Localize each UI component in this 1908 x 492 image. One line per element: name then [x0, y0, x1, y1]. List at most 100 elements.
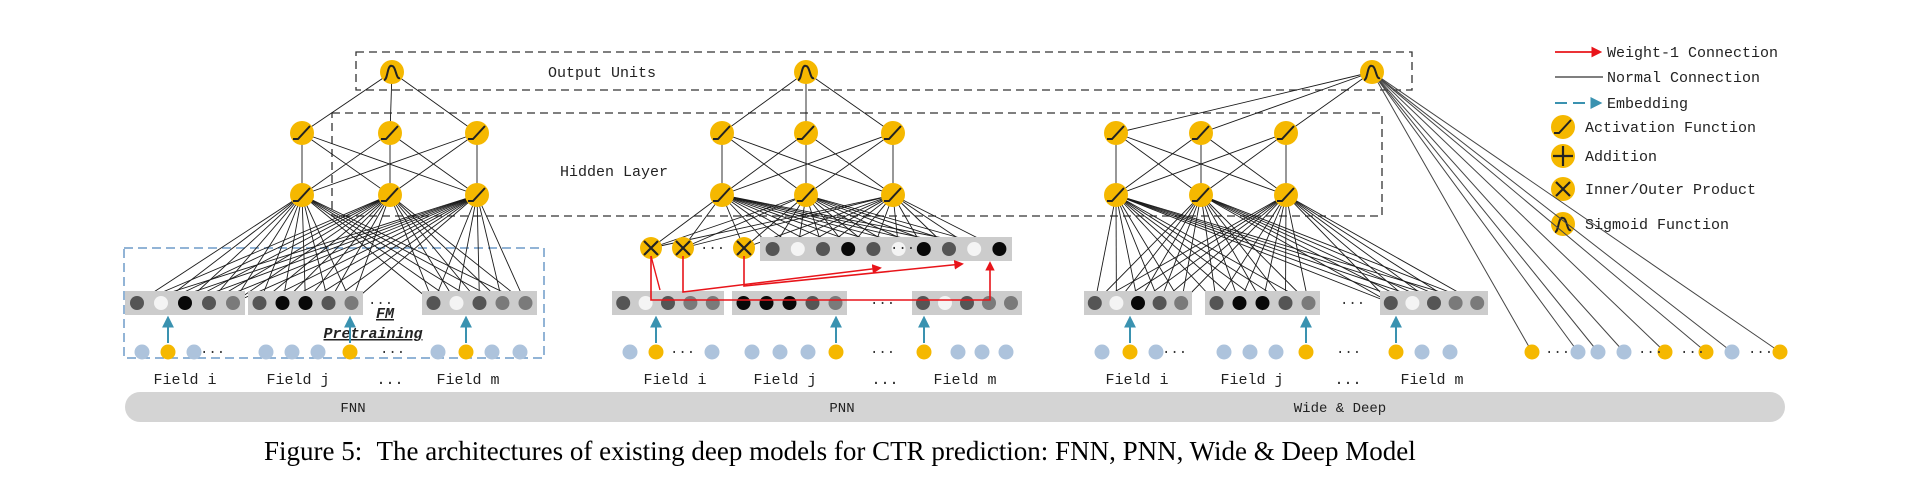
weight-1-connection: [650, 256, 995, 301]
normal-connection: [1115, 71, 1373, 134]
network-drawing: ········································…: [125, 60, 1788, 361]
ellipsis-mark: ···: [1340, 296, 1365, 312]
normal-connection: [1200, 194, 1263, 304]
embedding-unit: [736, 296, 751, 310]
normal-connection: [1116, 194, 1202, 304]
ellipsis-mark: ···: [890, 241, 915, 257]
legend: Weight-1 Connection Normal Connection Em…: [1551, 45, 1778, 236]
embedding-unit: [1470, 296, 1485, 310]
wide-connection: [1371, 71, 1579, 353]
normal-connection: [208, 194, 303, 304]
embedding-unit: [992, 242, 1007, 256]
feature-node: [186, 344, 202, 360]
ellipsis-mark: ···: [368, 296, 393, 312]
wide-connection: [1371, 71, 1733, 353]
embedding-unit: [1087, 296, 1102, 310]
active-feature-node: [342, 344, 358, 360]
normal-connection: [1200, 194, 1240, 304]
embedding-unit: [828, 296, 843, 310]
normal-connection: [1200, 194, 1392, 304]
figure-caption: Figure 5: The architectures of existing …: [264, 436, 1416, 466]
normal-connection: [1239, 194, 1287, 304]
active-feature-node: [1298, 344, 1314, 360]
activation-node: [378, 121, 402, 145]
normal-connection: [301, 194, 352, 304]
wide-deep-section-label: Wide & Deep: [1294, 401, 1386, 417]
product-node: [733, 237, 755, 259]
ellipsis-mark: ···: [1748, 345, 1773, 361]
normal-connection: [1200, 132, 1287, 196]
embedding-unit: [178, 296, 192, 310]
pretraining-label: Pretraining: [323, 326, 422, 343]
activation-node: [290, 121, 314, 145]
wide-feature-node: [1524, 344, 1540, 360]
feature-node: [1148, 344, 1164, 360]
normal-connection: [1115, 194, 1413, 304]
normal-connection: [1200, 194, 1413, 304]
embedding-unit: [841, 242, 856, 256]
fnn-field-m-label: Field m: [436, 372, 499, 389]
wide-feature-node: [1772, 344, 1788, 360]
feature-node: [622, 344, 638, 360]
normal-connection: [282, 194, 391, 304]
embedding-unit: [782, 296, 797, 310]
embedding-unit: [1405, 296, 1420, 310]
wd-field-m-label: Field m: [1400, 372, 1463, 389]
embedding-unit: [1109, 296, 1124, 310]
normal-connection: [650, 194, 894, 249]
active-feature-node: [828, 344, 844, 360]
wide-connection: [1371, 71, 1625, 353]
normal-connection: [136, 194, 478, 304]
activation-node: [794, 183, 818, 207]
normal-connection: [184, 194, 391, 304]
embedding-unit: [1004, 296, 1018, 310]
embedding-unit: [1174, 296, 1189, 310]
normal-connection: [476, 194, 503, 304]
normal-connection: [305, 194, 478, 304]
normal-connection: [433, 194, 478, 304]
active-feature-node: [1122, 344, 1138, 360]
feature-node: [1442, 344, 1458, 360]
wd-dots-label: ...: [1334, 372, 1361, 389]
weight-1-connection: [650, 255, 661, 291]
feature-node: [284, 344, 300, 360]
normal-connection: [208, 194, 391, 304]
normal-connection: [1115, 132, 1287, 196]
pnn-field-j-label: Field j: [753, 372, 816, 389]
normal-connection: [1285, 194, 1287, 304]
activation-node: [290, 183, 314, 207]
normal-connection: [389, 194, 457, 304]
normal-connection: [1200, 71, 1373, 134]
normal-connection: [1216, 194, 1287, 304]
normal-connection: [1159, 194, 1202, 304]
feature-node: [430, 344, 446, 360]
normal-connection: [1159, 194, 1287, 304]
feature-node: [974, 344, 990, 360]
wide-connection: [1371, 71, 1666, 353]
normal-connection: [456, 194, 478, 304]
activation-node: [465, 183, 489, 207]
normal-connection: [721, 71, 807, 134]
pnn-section-label: PNN: [829, 401, 854, 417]
normal-connection: [1200, 194, 1435, 304]
embedding-unit: [226, 296, 240, 310]
embedding-unit: [765, 242, 780, 256]
hidden-layer-box: [331, 112, 1383, 217]
sigmoid-node: [1360, 60, 1384, 84]
wide-feature-node: [1616, 344, 1632, 360]
normal-connection: [136, 194, 303, 304]
active-feature-node: [648, 344, 664, 360]
legend-addition-icon: [1551, 144, 1575, 168]
normal-connection: [805, 132, 894, 196]
normal-connection: [301, 194, 329, 304]
embedding-unit: [759, 296, 774, 310]
normal-connection: [160, 194, 478, 304]
weight-1-connections: [650, 255, 995, 301]
normal-connection: [1115, 132, 1202, 196]
embedding-unit: [805, 296, 820, 310]
normal-connection: [305, 194, 391, 304]
weight-1-connection: [682, 256, 882, 293]
embedding-unit: [1131, 296, 1145, 310]
normal-connection: [160, 194, 303, 304]
output-units-box: [355, 51, 1413, 91]
